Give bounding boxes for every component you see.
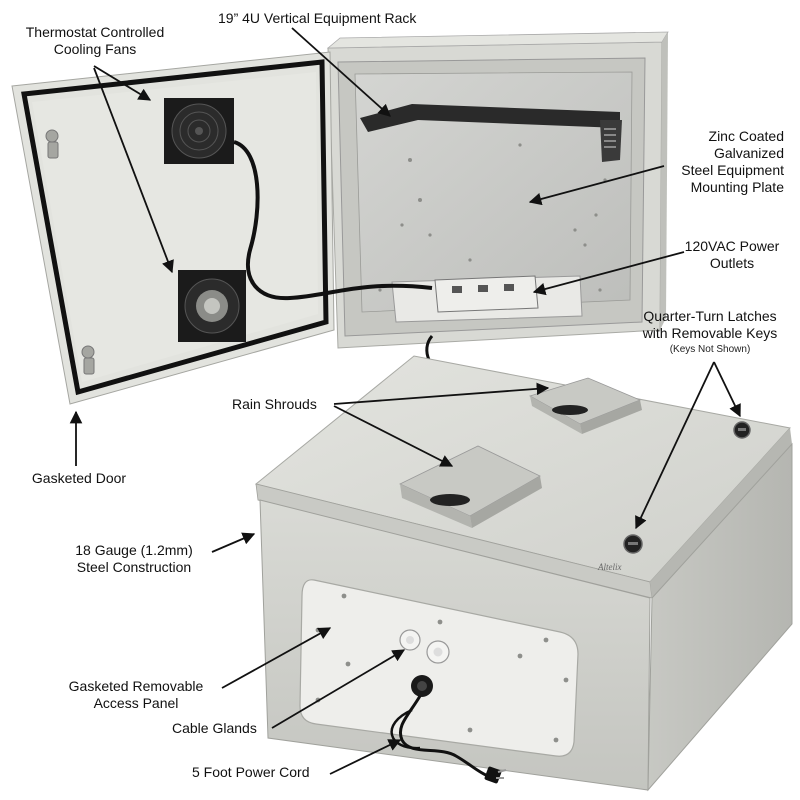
label-cable-glands: Cable Glands — [172, 720, 257, 737]
lid-latch-right — [733, 421, 751, 439]
arrow-latch-front — [635, 361, 715, 530]
label-cooling-fans-line1: Thermostat Controlled — [25, 24, 165, 40]
power-outlet-strip — [434, 275, 539, 313]
arrow-steel — [211, 532, 256, 553]
rack-holes — [604, 128, 616, 148]
label-mounting-plate-line4: Mounting Plate — [690, 179, 784, 195]
callout-arrows — [69, 27, 741, 775]
lid-latch-front — [623, 534, 643, 554]
label-latches-note: (Keys Not Shown) — [626, 344, 794, 356]
arrow-outlets — [532, 251, 685, 296]
label-power-cord: 5 Foot Power Cord — [192, 764, 310, 781]
label-access-panel-line1: Gasketed Removable — [68, 678, 204, 694]
closed-enclosure — [254, 355, 793, 792]
plate-holes — [378, 143, 607, 292]
label-power-cord-text: 5 Foot Power Cord — [192, 764, 310, 780]
label-steel-construction: 18 Gauge (1.2mm) Steel Construction — [54, 542, 214, 576]
power-plug — [484, 766, 507, 784]
label-steel-construction-line1: 18 Gauge (1.2mm) — [75, 542, 193, 558]
equipment-rack — [360, 104, 620, 132]
arrow-rack — [291, 27, 391, 117]
label-mounting-plate-line3: Steel Equipment — [681, 162, 784, 178]
power-cord — [399, 695, 489, 778]
arrow-glands — [271, 649, 406, 729]
arrow-fans-bottom — [93, 67, 174, 274]
label-mounting-plate-line2: Galvanized — [713, 145, 784, 161]
arrow-fans-top — [93, 65, 152, 101]
rain-shroud-right — [528, 377, 642, 434]
door-latch-bottom — [81, 345, 95, 375]
cable-glands — [399, 629, 450, 697]
label-latches-line1: Quarter-Turn Latches — [643, 308, 777, 324]
label-mounting-plate: Zinc Coated Galvanized Steel Equipment M… — [640, 128, 784, 196]
label-cooling-fans-line2: Cooling Fans — [53, 41, 137, 57]
arrow-panel — [221, 627, 332, 689]
label-equipment-rack-text: 19” 4U Vertical Equipment Rack — [218, 10, 417, 26]
fan-cable — [233, 140, 433, 301]
lid-right-edge — [650, 428, 792, 598]
open-door — [11, 51, 433, 405]
label-power-outlets-line2: Outlets — [709, 255, 755, 271]
arrow-latch-right — [713, 361, 741, 418]
label-mounting-plate-line1: Zinc Coated — [708, 128, 784, 144]
label-gasketed-door: Gasketed Door — [14, 470, 144, 487]
label-steel-construction-line2: Steel Construction — [76, 559, 192, 575]
label-power-outlets-line1: 120VAC Power — [684, 238, 780, 254]
power-cord-loop — [390, 708, 421, 750]
door-gasket — [21, 59, 329, 396]
brand-mark: Altelix — [598, 562, 622, 572]
label-rain-shrouds: Rain Shrouds — [232, 396, 317, 413]
label-latches: Quarter-Turn Latches with Removable Keys — [626, 308, 794, 342]
label-equipment-rack: 19” 4U Vertical Equipment Rack — [218, 10, 416, 27]
label-power-outlets: 120VAC Power Outlets — [676, 238, 788, 272]
label-access-panel-line2: Access Panel — [93, 695, 179, 711]
label-latches-line2: with Removable Keys — [642, 325, 778, 341]
label-cable-glands-text: Cable Glands — [172, 720, 257, 736]
arrow-cord — [329, 739, 402, 775]
label-rain-shrouds-text: Rain Shrouds — [232, 396, 317, 412]
cabinet-right-side — [660, 32, 668, 330]
label-access-panel: Gasketed Removable Access Panel — [50, 678, 222, 712]
arrow-shroud-right — [333, 382, 550, 405]
arrow-shroud-left — [333, 405, 454, 467]
cooling-fan-top — [164, 98, 234, 164]
cooling-fan-bottom — [178, 270, 246, 342]
door-latch-top — [45, 129, 59, 159]
label-gasketed-door-text: Gasketed Door — [31, 470, 127, 486]
right-body — [647, 442, 793, 792]
label-latches-note-text: (Keys Not Shown) — [669, 344, 751, 355]
open-enclosure — [326, 31, 669, 378]
mounting-plate — [354, 71, 633, 313]
label-cooling-fans: Thermostat Controlled Cooling Fans — [10, 24, 180, 58]
rain-shroud-left — [399, 445, 542, 528]
arrow-plate — [528, 165, 665, 206]
